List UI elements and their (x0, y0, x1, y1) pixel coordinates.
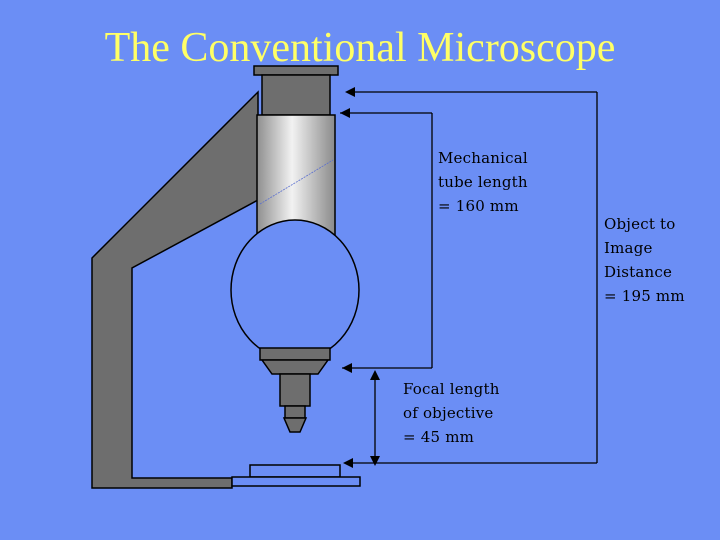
page-title: The Conventional Microscope (104, 25, 616, 71)
object-to-image-distance-label: Object to Image Distance = 195 mm (604, 215, 685, 305)
microscope-body-sphere (230, 219, 360, 361)
mechanical-tube-length-label: Mechanical tube length = 160 mm (438, 149, 528, 215)
microscope-tube (256, 114, 336, 240)
objective-tip (282, 417, 308, 433)
objective-upper (279, 373, 311, 407)
nosepiece-plate (259, 347, 331, 361)
tube-highlight (259, 159, 334, 205)
slide (249, 464, 341, 478)
nosepiece-taper (260, 359, 330, 375)
objective-lower (284, 405, 306, 419)
eyepiece (261, 74, 331, 116)
focal-length-label: Focal length of objective = 45 mm (403, 380, 500, 446)
stage (231, 476, 361, 487)
